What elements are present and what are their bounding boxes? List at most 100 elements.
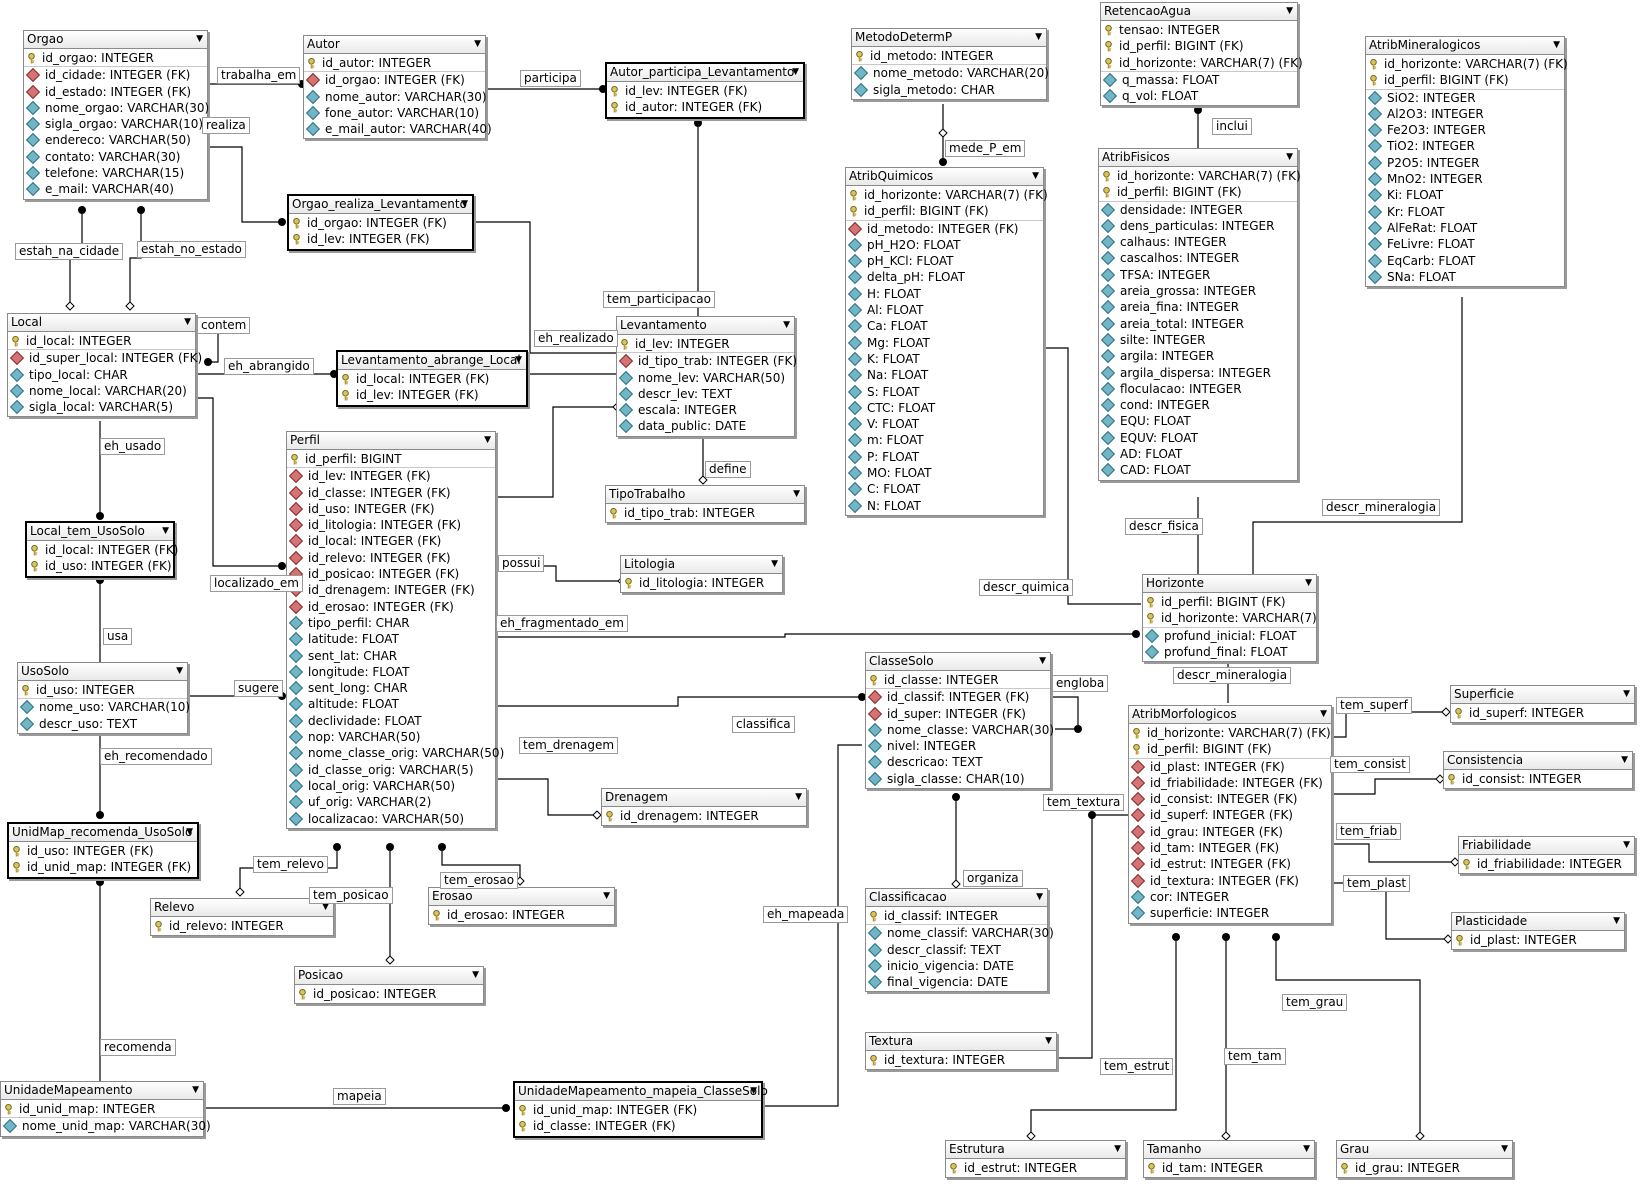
collapse-arrow-icon[interactable]: ▼ [1623, 840, 1630, 850]
attribute-row[interactable]: superficie: INTEGER [1129, 905, 1331, 921]
attribute-row[interactable]: nome_lev: VARCHAR(50) [617, 370, 794, 386]
attribute-row[interactable]: e_mail: VARCHAR(40) [24, 181, 207, 197]
attribute-row[interactable]: nome_orgao: VARCHAR(30) [24, 100, 209, 116]
attribute-row[interactable]: id_posicao: INTEGER [295, 986, 483, 1002]
attribute-row[interactable]: id_orgao: INTEGER [24, 50, 207, 68]
attribute-row[interactable]: id_consist: INTEGER [1444, 771, 1632, 787]
attribute-row[interactable]: cond: INTEGER [1099, 397, 1297, 413]
collapse-arrow-icon[interactable]: ▼ [1623, 689, 1630, 699]
attribute-row[interactable]: tipo_perfil: CHAR [287, 615, 495, 631]
collapse-arrow-icon[interactable]: ▼ [1032, 171, 1039, 181]
attribute-row[interactable]: sigla_classe: CHAR(10) [866, 771, 1050, 787]
attribute-row[interactable]: id_erosao: INTEGER [429, 907, 614, 923]
entity-superficie[interactable]: Superficie▼id_superf: INTEGER [1450, 685, 1635, 724]
attribute-row[interactable]: id_classif: INTEGER [866, 908, 1047, 926]
attribute-row[interactable]: id_plast: INTEGER (FK) [1129, 759, 1331, 775]
attribute-row[interactable]: sent_lat: CHAR [287, 648, 495, 664]
attribute-row[interactable]: Al: FLOAT [846, 302, 1043, 318]
attribute-row[interactable]: EqCarb: FLOAT [1366, 253, 1564, 269]
collapse-arrow-icon[interactable]: ▼ [603, 891, 610, 901]
attribute-row[interactable]: Mg: FLOAT [846, 335, 1043, 351]
attribute-row[interactable]: id_unid_map: INTEGER [1, 1101, 203, 1119]
attribute-row[interactable]: id_classe_orig: VARCHAR(5) [287, 762, 495, 778]
attribute-row[interactable]: id_orgao: INTEGER (FK) [304, 72, 485, 88]
attribute-row[interactable]: id_local: INTEGER [8, 333, 195, 351]
attribute-row[interactable]: id_perfil: BIGINT (FK) [1129, 741, 1331, 759]
collapse-arrow-icon[interactable]: ▼ [196, 34, 203, 44]
attribute-row[interactable]: id_horizonte: VARCHAR(7) (FK) [1101, 55, 1303, 72]
attribute-row[interactable]: q_vol: FLOAT [1101, 88, 1297, 104]
attribute-row[interactable]: id_horizonte: VARCHAR(7) (FK) [1129, 725, 1331, 741]
attribute-row[interactable]: id_perfil: BIGINT (FK) [1099, 184, 1297, 202]
attribute-row[interactable]: nop: VARCHAR(50) [287, 729, 495, 745]
attribute-row[interactable]: id_superf: INTEGER [1451, 705, 1634, 721]
entity-posicao[interactable]: Posicao▼id_posicao: INTEGER [294, 966, 484, 1005]
attribute-row[interactable]: id_perfil: BIGINT (FK) [1101, 38, 1297, 54]
entity-local-tem-usosolo[interactable]: Local_tem_UsoSolo▼id_local: INTEGER (FK)… [25, 521, 178, 578]
attribute-row[interactable]: id_metodo: INTEGER [852, 48, 1046, 66]
entity-estrutura[interactable]: Estrutura▼id_estrut: INTEGER [945, 1140, 1126, 1179]
attribute-row[interactable]: descricao: TEXT [866, 754, 1050, 770]
attribute-row[interactable]: id_super_local: INTEGER (FK) [8, 350, 202, 366]
collapse-arrow-icon[interactable]: ▼ [184, 317, 191, 327]
collapse-arrow-icon[interactable]: ▼ [1114, 1144, 1121, 1154]
attribute-row[interactable]: id_metodo: INTEGER (FK) [846, 221, 1043, 237]
collapse-arrow-icon[interactable]: ▼ [186, 827, 193, 837]
collapse-arrow-icon[interactable]: ▼ [1039, 656, 1046, 666]
entity-levantamento-abrange-local[interactable]: Levantamento_abrange_Local▼id_local: INT… [336, 350, 528, 407]
attribute-row[interactable]: id_tipo_trab: INTEGER [606, 505, 804, 521]
collapse-arrow-icon[interactable]: ▼ [484, 435, 491, 445]
attribute-row[interactable]: Na: FLOAT [846, 367, 1043, 383]
collapse-arrow-icon[interactable]: ▼ [792, 67, 799, 77]
attribute-row[interactable]: areia_total: INTEGER [1099, 316, 1297, 332]
attribute-row[interactable]: id_super: INTEGER (FK) [866, 706, 1050, 722]
attribute-row[interactable]: id_local: INTEGER (FK) [287, 533, 495, 549]
attribute-row[interactable]: EQU: FLOAT [1099, 413, 1297, 429]
attribute-row[interactable]: descr_uso: TEXT [18, 716, 187, 732]
entity-friabilidade[interactable]: Friabilidade▼id_friabilidade: INTEGER [1458, 836, 1635, 875]
attribute-row[interactable]: id_uso: INTEGER [18, 682, 187, 700]
attribute-row[interactable]: nome_unid_map: VARCHAR(30) [1, 1118, 211, 1134]
entity-relevo[interactable]: Relevo▼id_relevo: INTEGER [150, 898, 334, 937]
attribute-row[interactable]: id_unid_map: INTEGER (FK) [515, 1102, 761, 1118]
entity-tipotrabalho[interactable]: TipoTrabalho▼id_tipo_trab: INTEGER [605, 485, 805, 524]
attribute-row[interactable]: id_drenagem: INTEGER [602, 808, 806, 824]
attribute-row[interactable]: q_massa: FLOAT [1101, 72, 1297, 88]
collapse-arrow-icon[interactable]: ▼ [474, 39, 481, 49]
attribute-row[interactable]: inicio_vigencia: DATE [866, 958, 1047, 974]
attribute-row[interactable]: P: FLOAT [846, 449, 1043, 465]
attribute-row[interactable]: pH_H2O: FLOAT [846, 237, 1043, 253]
attribute-row[interactable]: nome_uso: VARCHAR(10) [18, 699, 190, 715]
attribute-row[interactable]: id_lev: INTEGER (FK) [287, 468, 495, 484]
attribute-row[interactable]: id_autor: INTEGER (FK) [607, 99, 803, 115]
attribute-row[interactable]: id_tipo_trab: INTEGER (FK) [617, 353, 797, 369]
attribute-row[interactable]: id_classif: INTEGER (FK) [866, 689, 1050, 705]
attribute-row[interactable]: m: FLOAT [846, 432, 1043, 448]
attribute-row[interactable]: AlFeRat: FLOAT [1366, 220, 1564, 236]
collapse-arrow-icon[interactable]: ▼ [1305, 578, 1312, 588]
attribute-row[interactable]: id_lev: INTEGER (FK) [338, 387, 526, 403]
attribute-row[interactable]: id_horizonte: VARCHAR(7) (FK) [1366, 56, 1568, 72]
attribute-row[interactable]: SNa: FLOAT [1366, 269, 1564, 285]
attribute-row[interactable]: V: FLOAT [846, 416, 1043, 432]
attribute-row[interactable]: H: FLOAT [846, 286, 1043, 302]
attribute-row[interactable]: id_textura: INTEGER [866, 1052, 1056, 1068]
attribute-row[interactable]: id_perfil: BIGINT (FK) [1366, 72, 1564, 90]
attribute-row[interactable]: tensao: INTEGER [1101, 22, 1297, 38]
attribute-row[interactable]: tipo_local: CHAR [8, 367, 195, 383]
entity-autor-participa-levantamento[interactable]: Autor_participa_Levantamento▼id_lev: INT… [605, 62, 805, 119]
entity-litologia[interactable]: Litologia▼id_litologia: INTEGER [620, 555, 783, 594]
attribute-row[interactable]: FeLivre: FLOAT [1366, 236, 1564, 252]
attribute-row[interactable]: P2O5: INTEGER [1366, 155, 1564, 171]
collapse-arrow-icon[interactable]: ▼ [1303, 1144, 1310, 1154]
entity-unidmap-recomenda-usosolo[interactable]: UnidMap_recomenda_UsoSolo▼id_uso: INTEGE… [7, 822, 199, 879]
attribute-row[interactable]: data_public: DATE [617, 418, 794, 434]
attribute-row[interactable]: escala: INTEGER [617, 402, 794, 418]
attribute-row[interactable]: Fe2O3: INTEGER [1366, 122, 1564, 138]
attribute-row[interactable]: sigla_metodo: CHAR [852, 82, 1046, 98]
